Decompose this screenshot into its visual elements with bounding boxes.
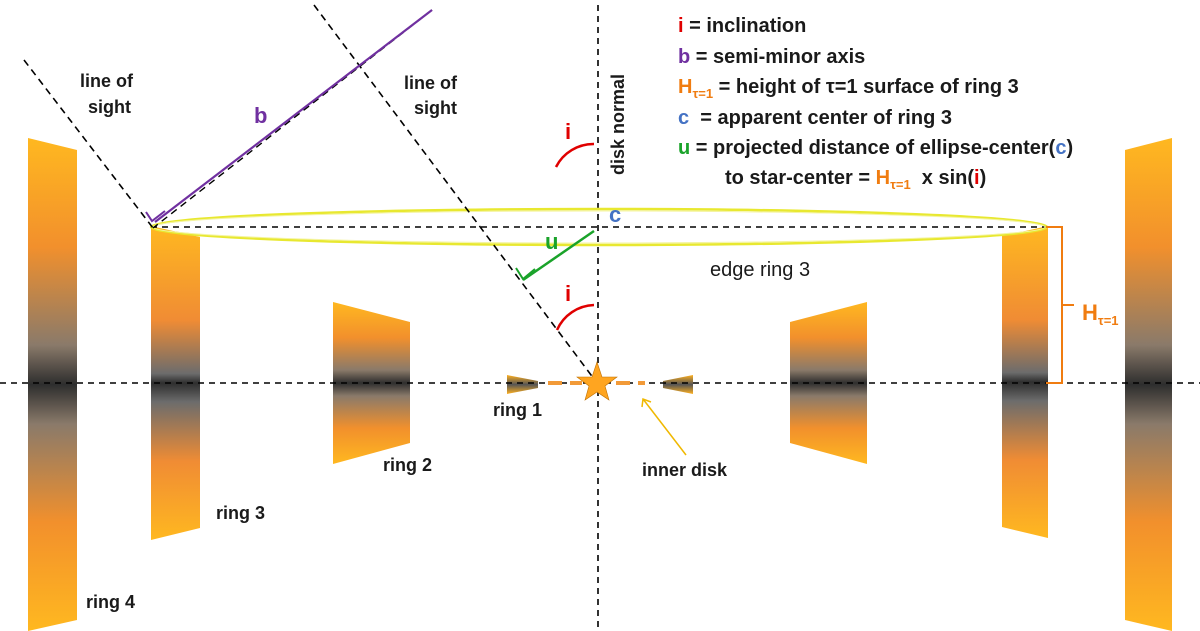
legend-inclination: i = inclination (678, 15, 806, 37)
legend-semi-minor-axis: b = semi-minor axis (678, 46, 865, 68)
i-top-label: i (565, 119, 571, 144)
ring3-left (151, 226, 200, 540)
ring3-right (1002, 226, 1048, 538)
inner-disk-pointer-head (641, 397, 652, 408)
height-bracket (1046, 226, 1063, 384)
line-of-sight-right (313, 4, 598, 384)
ring3-label: ring 3 (216, 503, 265, 523)
inclination-arc-bottom (555, 303, 595, 331)
ring2-left (333, 302, 410, 464)
disk-normal-label: disk normal (608, 74, 628, 175)
ring1-label: ring 1 (493, 400, 542, 420)
legend-projected-distance: u = projected distance of ellipse-center… (678, 137, 1073, 159)
ring2-label: ring 2 (383, 455, 432, 475)
right-angle-mark-u (515, 267, 536, 281)
line-of-sight-1-label-b: sight (88, 97, 131, 117)
legend: i = inclination b = semi-minor axis Hτ=1… (678, 15, 1073, 192)
ring3-edge-ellipse-inner (152, 210, 1046, 244)
inner-disk-label: inner disk (642, 460, 728, 480)
ring1-right (663, 375, 693, 394)
line-of-sight-2-label-a: line of (404, 73, 458, 93)
line-of-sight-1-label-a: line of (80, 71, 134, 91)
legend-center: c = apparent center of ring 3 (678, 107, 952, 129)
right-angle-mark-b (145, 210, 166, 223)
u-label: u (545, 229, 558, 254)
semi-minor-axis-line (154, 9, 433, 223)
ring4-label: ring 4 (86, 592, 135, 612)
line-of-sight-2-label-b: sight (414, 98, 457, 118)
edge-ring3-label: edge ring 3 (710, 259, 810, 281)
inclination-arc-top (554, 142, 595, 168)
ring4-left (28, 138, 77, 631)
i-bottom-label: i (565, 281, 571, 306)
star-icon (576, 361, 618, 401)
projected-distance-line (522, 229, 595, 282)
ring4-right (1125, 138, 1172, 631)
ring1-left (507, 375, 538, 394)
height-label: Hτ=1 (1082, 300, 1119, 328)
b-label: b (254, 103, 267, 128)
inner-disk-pointer (642, 398, 687, 456)
legend-projected-distance-line2: to star-center = Hτ=1 x sin(i) (725, 167, 986, 192)
legend-height: Hτ=1 = height of τ=1 surface of ring 3 (678, 76, 1019, 101)
c-label: c (609, 202, 621, 227)
